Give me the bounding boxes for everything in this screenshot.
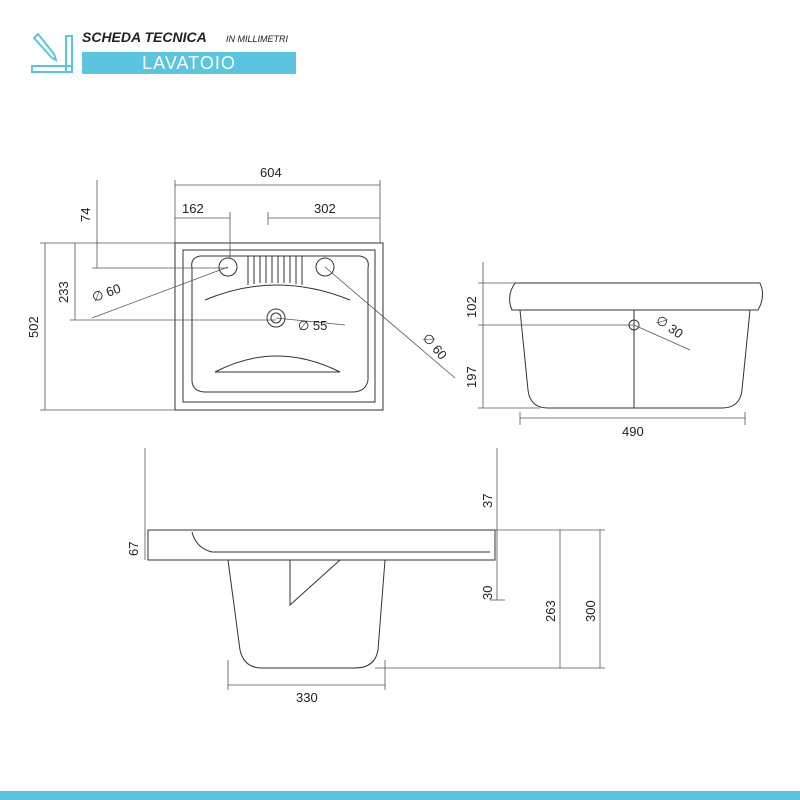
dim-hole-depth: 233 [56,281,71,303]
dim-left-offset: 162 [182,201,204,216]
dim-basin-width: 490 [622,424,644,439]
dim-rim-height: 102 [464,296,479,318]
dim-depth: 502 [26,316,41,338]
front-view [478,262,764,425]
tech-sheet-icon [30,32,74,74]
dim-total-height: 300 [583,600,598,622]
dim-rim-thickness: 67 [126,542,141,556]
tap-hole-right [315,257,335,277]
drain-hole [266,308,286,328]
dim-top-offset: 37 [480,494,495,508]
side-view [144,448,605,690]
dim-hole-right: ∅ 60 [420,330,450,362]
dim-drain: ∅ 30 [653,312,686,341]
top-view [40,180,456,411]
dim-inner-height: 263 [543,600,558,622]
dim-rim-depth: 74 [78,208,93,222]
dim-right-offset: 302 [314,201,336,216]
tap-hole-left [218,257,238,277]
product-name-banner: LAVATOIO [82,52,296,74]
bottom-accent-strip [0,791,800,800]
dim-basin-depth: 330 [296,690,318,705]
header-title: SCHEDA TECNICA [82,29,207,45]
dim-width: 604 [260,165,282,180]
dim-basin-height: 197 [464,366,479,388]
dim-hole-center: ∅ 55 [298,318,327,333]
header-unit: IN MILLIMETRI [226,34,289,44]
dim-hole-left: ∅ 60 [90,281,123,305]
dim-inner-step: 30 [480,586,495,600]
